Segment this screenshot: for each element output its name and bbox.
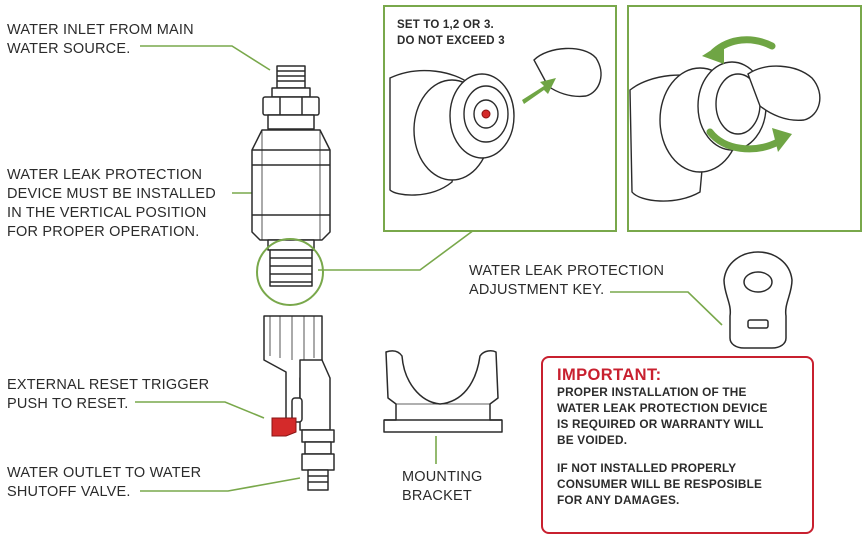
label-line: PUSH TO RESET. [7,396,129,412]
panel-setting-line: DO NOT EXCEED 3 [397,35,505,47]
reset-unit [263,315,335,491]
mounting-bracket [383,350,503,433]
label-line: ADJUSTMENT KEY. [469,282,605,298]
important-para-1: PROPER INSTALLATION OF THE WATER LEAK PR… [557,384,798,448]
important-line: WATER LEAK PROTECTION DEVICE [557,401,768,415]
panel-setting-text: SET TO 1,2 OR 3. DO NOT EXCEED 3 [397,17,505,49]
important-title: IMPORTANT: [557,366,662,384]
zoom-circle [256,238,324,306]
leader-zoom [318,229,475,271]
important-line: CONSUMER WILL BE RESPOSIBLE [557,477,763,491]
label-line: EXTERNAL RESET TRIGGER [7,377,210,393]
important-notice: IMPORTANT: PROPER INSTALLATION OF THE WA… [541,356,814,534]
important-line: IF NOT INSTALLED PROPERLY [557,461,737,475]
label-line: WATER LEAK PROTECTION [7,167,203,183]
label-line: BRACKET [402,488,472,504]
leader-lines [135,45,723,492]
reset-trigger [271,417,297,437]
label-reset: EXTERNAL RESET TRIGGER PUSH TO RESET. [7,376,209,414]
important-line: FOR ANY DAMAGES. [557,493,680,507]
important-line: PROPER INSTALLATION OF THE [557,385,747,399]
important-line: BE VOIDED. [557,433,628,447]
label-outlet: WATER OUTLET TO WATER SHUTOFF VALVE. [7,464,201,502]
important-para-2: IF NOT INSTALLED PROPERLY CONSUMER WILL … [557,460,798,508]
label-vertical: WATER LEAK PROTECTION DEVICE MUST BE INS… [7,166,216,242]
label-line: DEVICE MUST BE INSTALLED [7,186,216,202]
label-line: FOR PROPER OPERATION. [7,224,200,240]
label-line: SHUTOFF VALVE. [7,484,131,500]
label-line: MOUNTING [402,469,483,485]
leak-protection-device [251,65,331,287]
leader-inlet [140,45,271,71]
label-line: WATER LEAK PROTECTION [469,263,665,279]
adjustment-key [723,251,793,349]
leader-reset [135,401,265,419]
important-line: IS REQUIRED OR WARRANTY WILL [557,417,764,431]
spacer [557,448,798,460]
panel-turn-key [627,5,862,232]
label-inlet: WATER INLET FROM MAIN WATER SOURCE. [7,21,194,59]
label-line: WATER INLET FROM MAIN [7,22,194,38]
panel-setting-line: SET TO 1,2 OR 3. [397,19,494,31]
label-line: WATER SOURCE. [7,41,131,57]
panel-setting: SET TO 1,2 OR 3. DO NOT EXCEED 3 [383,5,617,232]
label-line: IN THE VERTICAL POSITION [7,205,207,221]
leader-outlet [140,477,301,492]
label-key: WATER LEAK PROTECTION ADJUSTMENT KEY. [469,262,664,300]
label-line: WATER OUTLET TO WATER [7,465,202,481]
label-bracket: MOUNTING BRACKET [402,468,483,506]
leader-key [610,291,723,326]
